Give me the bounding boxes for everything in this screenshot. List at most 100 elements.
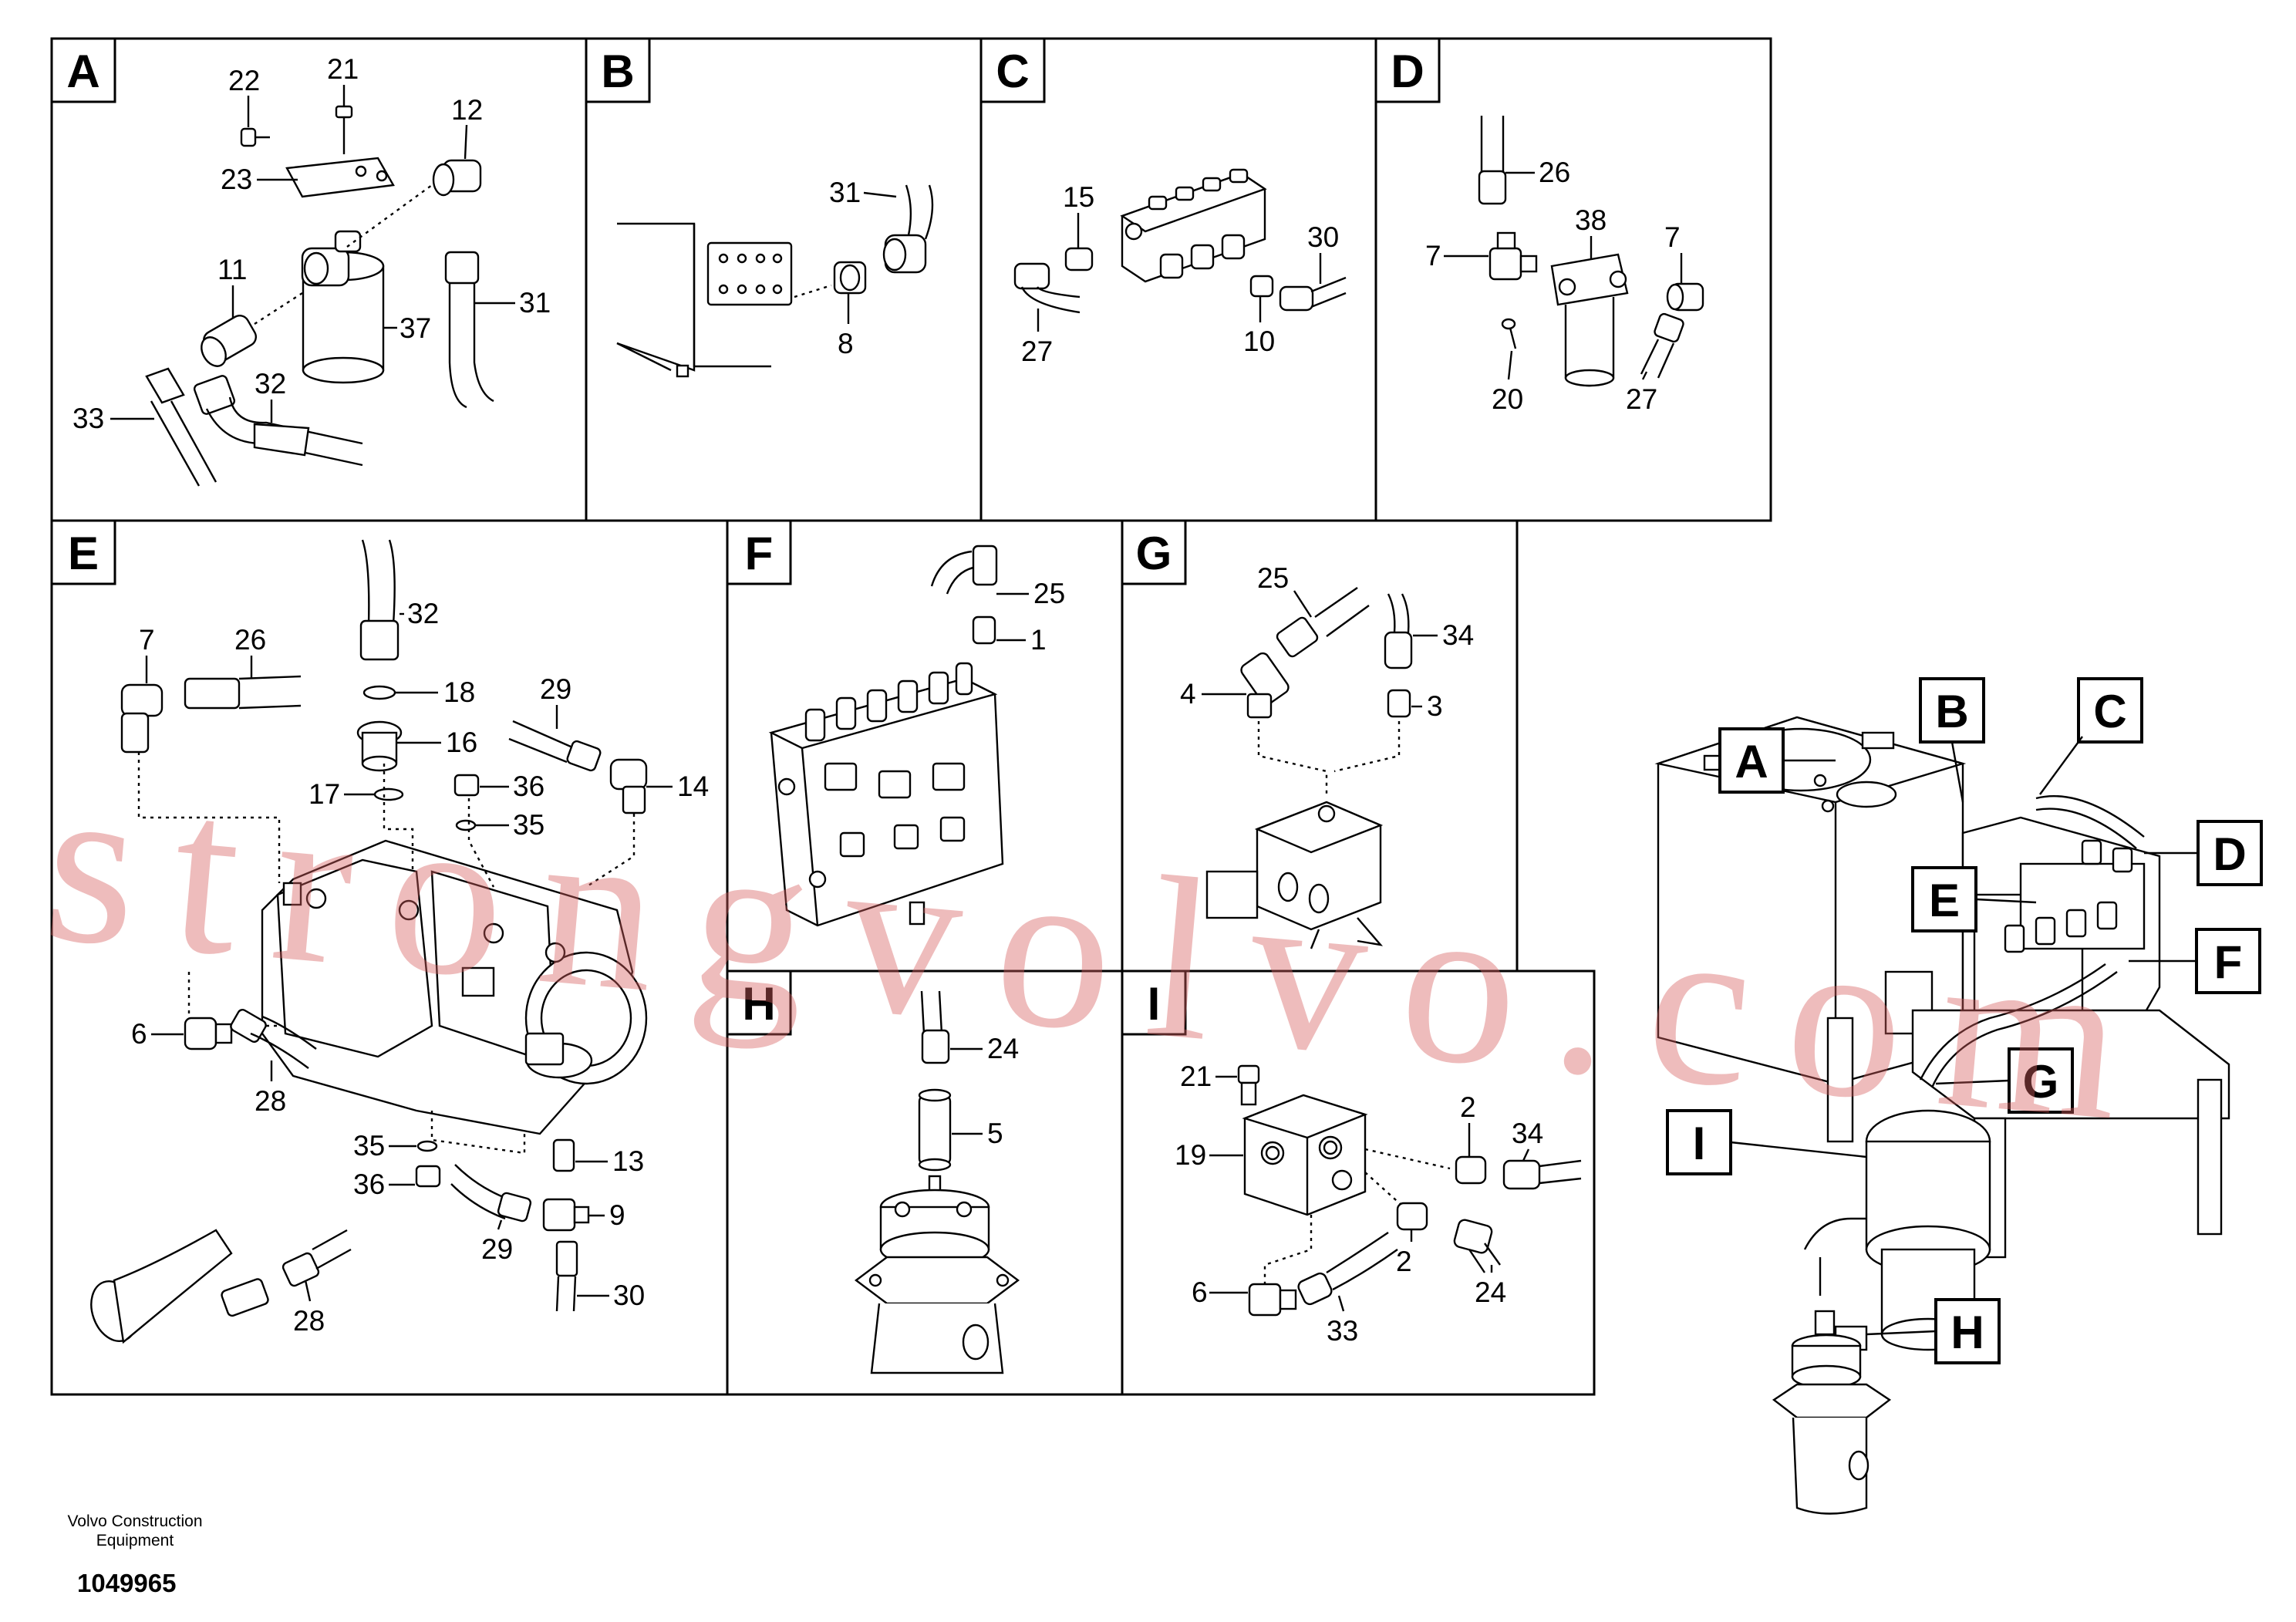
svg-text:7: 7 [1664,221,1681,253]
svg-text:32: 32 [407,598,439,629]
overview-callout-c: C [2039,677,2143,795]
svg-text:37: 37 [400,312,431,344]
brand-name: Volvo Construction Equipment [46,1512,224,1550]
panel-letter-a: A [50,37,116,103]
panel-b-drawing [616,184,934,378]
svg-text:27: 27 [1626,383,1657,415]
svg-text:I: I [1148,978,1161,1030]
svg-text:21: 21 [327,53,359,85]
svg-text:34: 34 [1512,1118,1543,1149]
panel-letter-h: H [726,969,792,1036]
svg-text:38: 38 [1575,204,1607,236]
svg-text:F: F [2214,936,2243,988]
panel-g-drawing [1205,587,1413,949]
panel-i-drawing [1237,1064,1582,1317]
svg-text:30: 30 [1307,221,1339,253]
brand-line-1: Volvo Construction [67,1512,203,1530]
overview-callouts: A B C D E F G [1666,677,2263,1364]
svg-text:24: 24 [1475,1276,1506,1308]
svg-text:2: 2 [1460,1091,1476,1123]
brand-line-2: Equipment [96,1532,174,1549]
svg-text:24: 24 [987,1033,1019,1064]
panel-c-labels: 15 31 30 27 10 [1021,181,1339,367]
svg-text:18: 18 [443,676,475,708]
svg-text:33: 33 [72,403,104,434]
svg-text:28: 28 [293,1305,325,1337]
svg-text:9: 9 [609,1199,625,1231]
svg-text:G: G [1136,528,1172,579]
panel-letter-g: G [1121,519,1187,585]
panel-c-drawing [1013,168,1347,314]
svg-text:F: F [745,528,774,579]
overview-callout-d: D [2144,820,2263,886]
svg-text:13: 13 [612,1145,644,1177]
overview-callout-i: I [1666,1109,1867,1175]
svg-text:10: 10 [1243,325,1275,357]
panel-letter-c: C [979,37,1046,103]
svg-text:A: A [1735,736,1768,787]
svg-text:35: 35 [513,809,544,841]
svg-text:B: B [1935,686,1968,737]
svg-text:D: D [2213,828,2246,880]
panel-h-labels: 24 5 [950,1033,1019,1149]
svg-text:H: H [742,978,775,1030]
svg-text:21: 21 [1180,1061,1212,1092]
panel-f-labels: 25 1 [996,578,1065,656]
svg-text:E: E [68,528,99,579]
svg-text:5: 5 [987,1118,1003,1149]
panel-letter-e: E [50,519,116,585]
panel-e-drawing [90,539,648,1344]
svg-text:19: 19 [1175,1139,1206,1171]
svg-text:35: 35 [353,1130,385,1162]
svg-text:B: B [601,46,634,97]
svg-text:20: 20 [1492,383,1523,415]
svg-text:26: 26 [1539,157,1570,188]
svg-text:D: D [1391,46,1424,97]
panel-g-labels: 25 34 4 3 [1180,562,1474,722]
panel-e-labels: 32 7 26 18 29 16 17 36 14 35 6 28 35 13 … [131,598,709,1337]
overview-callout-f: F [2129,928,2261,994]
svg-text:31: 31 [829,177,861,208]
overview-callout-h: H [1866,1298,2001,1364]
panel-f-drawing [768,545,1004,927]
svg-text:8: 8 [838,328,854,359]
overview-callout-b: B [1919,677,1985,803]
svg-text:1: 1 [1030,624,1047,656]
svg-text:A: A [66,46,99,97]
svg-text:12: 12 [451,94,483,126]
svg-text:4: 4 [1180,678,1196,710]
svg-text:7: 7 [139,624,155,656]
panel-i-labels: 21 19 2 34 6 2 33 24 [1175,1061,1543,1347]
svg-text:29: 29 [481,1233,513,1265]
panel-letter-b: B [585,37,651,103]
panel-letter-i: I [1121,969,1187,1036]
svg-text:34: 34 [1442,619,1474,651]
svg-text:H: H [1950,1307,1984,1358]
overview-callout-e: E [1911,866,2037,932]
svg-text:16: 16 [446,727,477,758]
panel-d-labels: 26 38 7 7 20 27 [1425,157,1683,415]
svg-text:11: 11 [217,254,247,285]
panel-letter-d: D [1374,37,1441,103]
svg-text:C: C [996,46,1029,97]
svg-text:27: 27 [1021,336,1053,367]
svg-text:7: 7 [1425,240,1441,271]
svg-text:26: 26 [234,624,266,656]
panel-letter-f: F [726,519,792,585]
overview-callout-g: G [1935,1047,2074,1114]
svg-text:36: 36 [513,771,544,802]
panel-h-drawing [855,990,1020,1374]
svg-text:22: 22 [228,65,260,96]
svg-text:6: 6 [1192,1276,1208,1308]
panel-b-labels: 31 8 [829,177,897,359]
svg-text:14: 14 [677,771,709,802]
svg-text:E: E [1929,875,1960,926]
svg-text:36: 36 [353,1168,385,1200]
overview-callout-a: A [1718,727,1836,794]
panel-a-labels: 22 21 12 23 11 37 31 33 32 [72,53,551,434]
svg-text:2: 2 [1396,1246,1412,1277]
svg-text:3: 3 [1427,690,1443,722]
svg-text:25: 25 [1257,562,1289,594]
svg-text:31: 31 [519,287,551,319]
